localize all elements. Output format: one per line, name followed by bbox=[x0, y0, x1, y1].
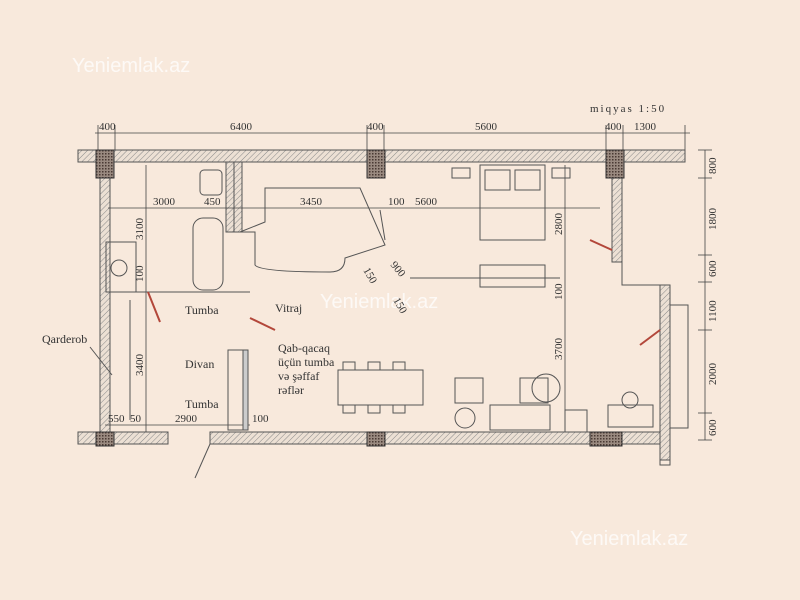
bed bbox=[479, 164, 546, 241]
walls bbox=[77, 149, 689, 466]
dim-left-1: 100 bbox=[134, 265, 146, 282]
armchair bbox=[519, 377, 549, 404]
dim-top-1: 6400 bbox=[230, 121, 253, 133]
watermark: Yeniemlak.az bbox=[320, 291, 438, 313]
dim-mid-2: 3700 bbox=[553, 338, 565, 361]
dim-diag-0: 900 bbox=[388, 259, 408, 280]
armchair bbox=[454, 377, 484, 404]
tv-unit bbox=[479, 264, 546, 288]
label-divan: Divan bbox=[185, 357, 214, 371]
desk bbox=[607, 404, 654, 428]
dining-table bbox=[337, 369, 424, 406]
watermark: Yeniemlak.az bbox=[570, 528, 688, 550]
dim-right-4: 2000 bbox=[707, 363, 719, 386]
label-tumba-top: Tumba bbox=[185, 303, 219, 317]
dim-mid-0: 2800 bbox=[553, 213, 565, 236]
dim-bottom-3: 100 bbox=[252, 413, 269, 425]
door-icon bbox=[249, 317, 276, 331]
dim-bottom-2: 2900 bbox=[175, 413, 198, 425]
dim-top-4: 400 bbox=[605, 121, 622, 133]
door-icon bbox=[589, 239, 613, 251]
kitchen-counter bbox=[239, 187, 386, 273]
dim-top-2: 400 bbox=[367, 121, 384, 133]
dim-bottom-1: 50 bbox=[130, 413, 142, 425]
door-icon bbox=[147, 291, 161, 323]
entrance-door bbox=[194, 443, 211, 479]
dim-inner-4: 5600 bbox=[415, 196, 438, 208]
watermark: Yeniemlak.az bbox=[72, 55, 190, 77]
label-cabinet-4: rəflər bbox=[278, 383, 304, 397]
sink-icon bbox=[110, 259, 128, 277]
dim-right-5: 600 bbox=[707, 419, 719, 436]
bathtub bbox=[192, 217, 224, 291]
scale-label: miqyas 1:50 bbox=[590, 103, 666, 115]
label-tumba-bottom: Tumba bbox=[185, 397, 219, 411]
door-icon bbox=[639, 329, 661, 346]
dim-inner-1: 450 bbox=[204, 196, 221, 208]
dim-inner-0: 3000 bbox=[153, 196, 176, 208]
dim-mid-1: 100 bbox=[553, 283, 565, 300]
label-cabinet-3: və şəffaf bbox=[278, 369, 319, 383]
sofa bbox=[489, 404, 551, 431]
label-vitraj: Vitraj bbox=[275, 301, 302, 315]
dim-right-2: 600 bbox=[707, 260, 719, 277]
top-dimension-line: 400 6400 400 5600 400 1300 bbox=[95, 121, 690, 150]
balcony-window bbox=[669, 304, 689, 429]
divan bbox=[227, 349, 244, 431]
dim-diag-1: 150 bbox=[360, 266, 379, 287]
dim-top-3: 5600 bbox=[475, 121, 498, 133]
label-cabinet-2: üçün tumba bbox=[278, 355, 335, 369]
dim-left-0: 3100 bbox=[134, 218, 146, 241]
dim-left-2: 3400 bbox=[134, 354, 146, 377]
toilet-icon bbox=[199, 169, 223, 196]
dim-top-0: 400 bbox=[99, 121, 116, 133]
dim-right-3: 1100 bbox=[707, 300, 719, 322]
washbasin bbox=[105, 241, 137, 293]
coffee-table bbox=[531, 373, 561, 403]
dim-top-5: 1300 bbox=[634, 121, 657, 133]
dim-inner-2: 3450 bbox=[300, 196, 323, 208]
dim-inner-3: 100 bbox=[388, 196, 405, 208]
label-qarderob: Qarderob bbox=[42, 332, 87, 346]
label-cabinet-1: Qab-qacaq bbox=[278, 341, 330, 355]
right-dimension-line: 800 1800 600 1100 2000 600 bbox=[698, 149, 719, 441]
interior bbox=[105, 164, 661, 479]
dim-bottom-0: 550 bbox=[108, 413, 125, 425]
dim-right-1: 1800 bbox=[707, 208, 719, 231]
dim-right-0: 800 bbox=[707, 157, 719, 174]
annotations: Qarderob Tumba Vitraj Divan Tumba Qab-qa… bbox=[42, 301, 335, 411]
